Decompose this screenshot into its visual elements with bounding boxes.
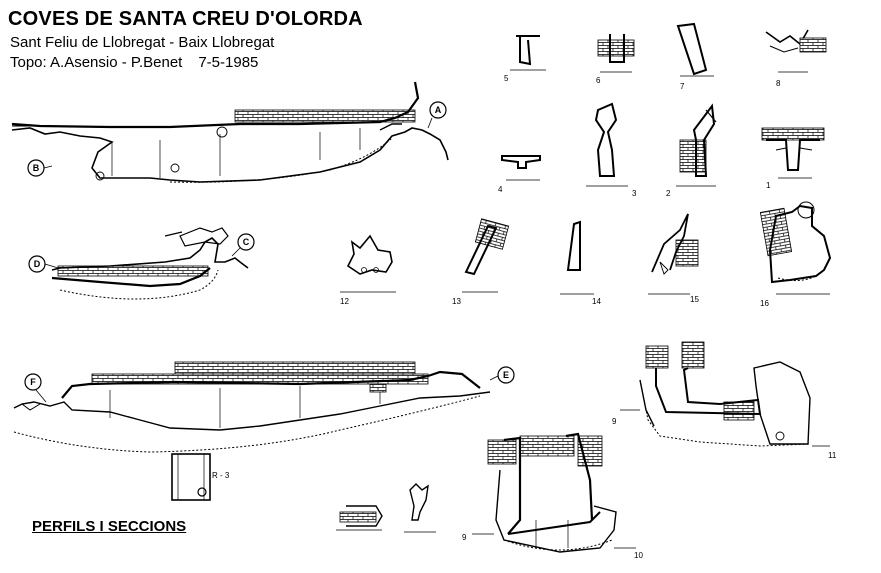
profile-label-e: E: [503, 370, 509, 380]
survey-date: 7-5-1985: [198, 54, 259, 71]
section-16: [759, 201, 832, 295]
section-label-13: 13: [452, 297, 461, 306]
section-4: [501, 155, 541, 181]
section-label-11: 11: [828, 451, 837, 460]
section-7: [676, 22, 714, 77]
section-label-12: 12: [340, 297, 349, 306]
section-label-10: 10: [634, 551, 643, 560]
section-13: [462, 218, 510, 293]
section-label-6: 6: [596, 76, 601, 85]
section-label-4: 4: [498, 185, 503, 194]
section-15: [648, 213, 699, 295]
profile-c-d: [28, 227, 255, 300]
map-title: COVES DE SANTA CREU D'OLORDA: [8, 8, 363, 30]
legend-title: PERFILS I SECCIONS: [32, 518, 187, 535]
profile-label-a: A: [435, 105, 442, 115]
profile-label-c: C: [243, 237, 250, 247]
profile-label-b: B: [33, 163, 40, 173]
section-8: [765, 29, 827, 73]
profile-label-d: D: [34, 259, 41, 269]
survey-credits: Topo: A.Asensio - P.Benet 7-5-1985: [10, 54, 258, 71]
location-subtitle: Sant Feliu de Llobregat - Baix Llobregat: [10, 34, 275, 51]
profile-marker-e: [497, 366, 515, 384]
wall-masonry: [174, 361, 416, 375]
section-label-2: 2: [666, 189, 671, 198]
section-3: [586, 102, 628, 187]
profile-label-f: F: [30, 377, 36, 387]
section-12: [340, 234, 396, 293]
section-14: [560, 220, 594, 295]
section-1: [761, 127, 825, 179]
section-9-10: [472, 432, 636, 553]
section-9-right: [620, 341, 830, 447]
section-small-a: [336, 505, 383, 531]
section-6: [597, 34, 635, 73]
profile-marker-a: [429, 101, 447, 119]
annotation-r3: R - 3: [212, 471, 230, 480]
section-label-9-lower: 9: [462, 533, 467, 542]
section-5: [510, 35, 546, 71]
section-label-7: 7: [680, 82, 685, 91]
section-label-15: 15: [690, 295, 699, 304]
section-label-9-right: 9: [612, 417, 617, 426]
profile-e-f: [13, 361, 515, 501]
section-label-8: 8: [776, 79, 781, 88]
section-2: [676, 103, 717, 187]
section-label-14: 14: [592, 297, 601, 306]
section-label-3: 3: [632, 189, 637, 198]
credits-text: Topo: A.Asensio - P.Benet: [10, 54, 183, 71]
cross-sections: [336, 22, 832, 553]
profile-marker-c: [237, 233, 255, 251]
section-label-5: 5: [504, 74, 509, 83]
section-label-16: 16: [760, 299, 769, 308]
profile-marker-f: [24, 373, 42, 391]
profile-a-b: [11, 81, 449, 183]
section-label-1: 1: [766, 181, 771, 190]
wall-masonry: [234, 109, 416, 123]
section-small-b: [404, 483, 436, 533]
shaft-r3: [171, 453, 211, 501]
